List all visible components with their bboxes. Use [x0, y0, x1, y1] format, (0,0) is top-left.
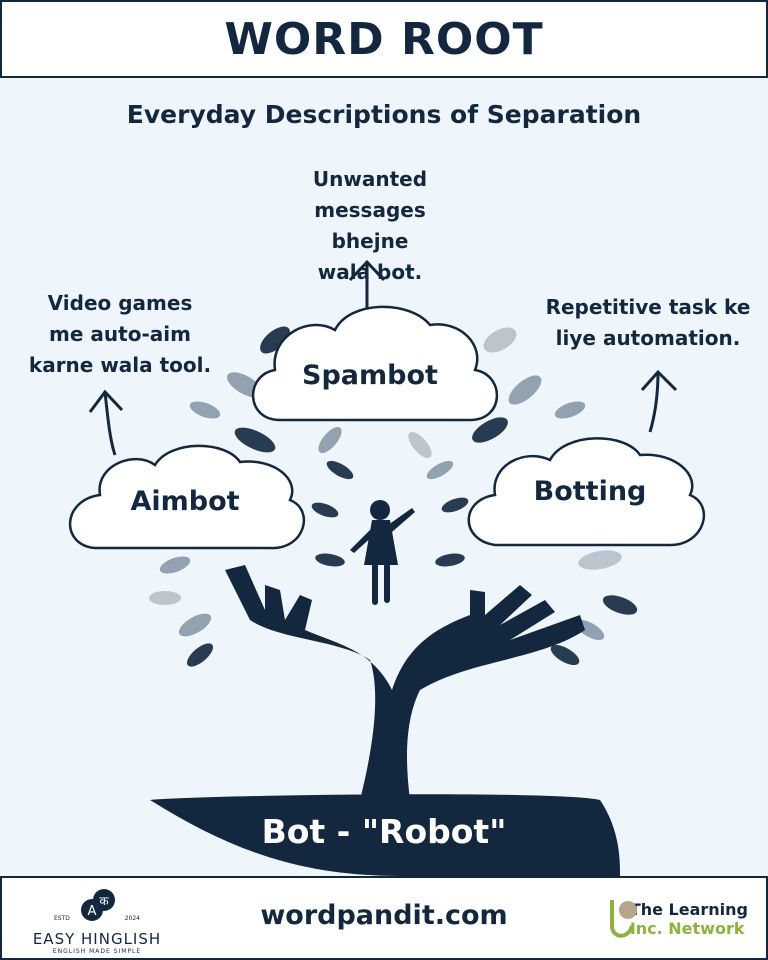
site-link[interactable]: wordpandit.com: [260, 900, 508, 931]
cloud-aimbot: [68, 444, 306, 550]
header: WORD ROOT: [0, 0, 768, 78]
cloud-spambot: [251, 305, 499, 422]
word-spambot: Spambot: [302, 360, 438, 391]
svg-text:A: A: [88, 904, 97, 919]
svg-text:क: क: [99, 894, 109, 908]
speech-bubbles-icon: A क: [81, 889, 115, 921]
subtitle: Everyday Descriptions of Separation: [126, 100, 642, 129]
word-aimbot: Aimbot: [130, 486, 240, 517]
child-figure: [350, 500, 415, 605]
learning-inc-logo: The Learning Inc. Network: [629, 900, 748, 938]
root-word: Bot - "Robot": [261, 812, 507, 851]
tree-trunk: [225, 565, 585, 800]
cloud-botting: [467, 437, 706, 547]
tree-logo-icon: [610, 900, 637, 938]
page-title: WORD ROOT: [224, 13, 544, 65]
word-botting: Botting: [533, 476, 647, 507]
arrow-icons: [88, 259, 678, 456]
leaves: [149, 326, 638, 667]
root-base: [150, 794, 620, 876]
